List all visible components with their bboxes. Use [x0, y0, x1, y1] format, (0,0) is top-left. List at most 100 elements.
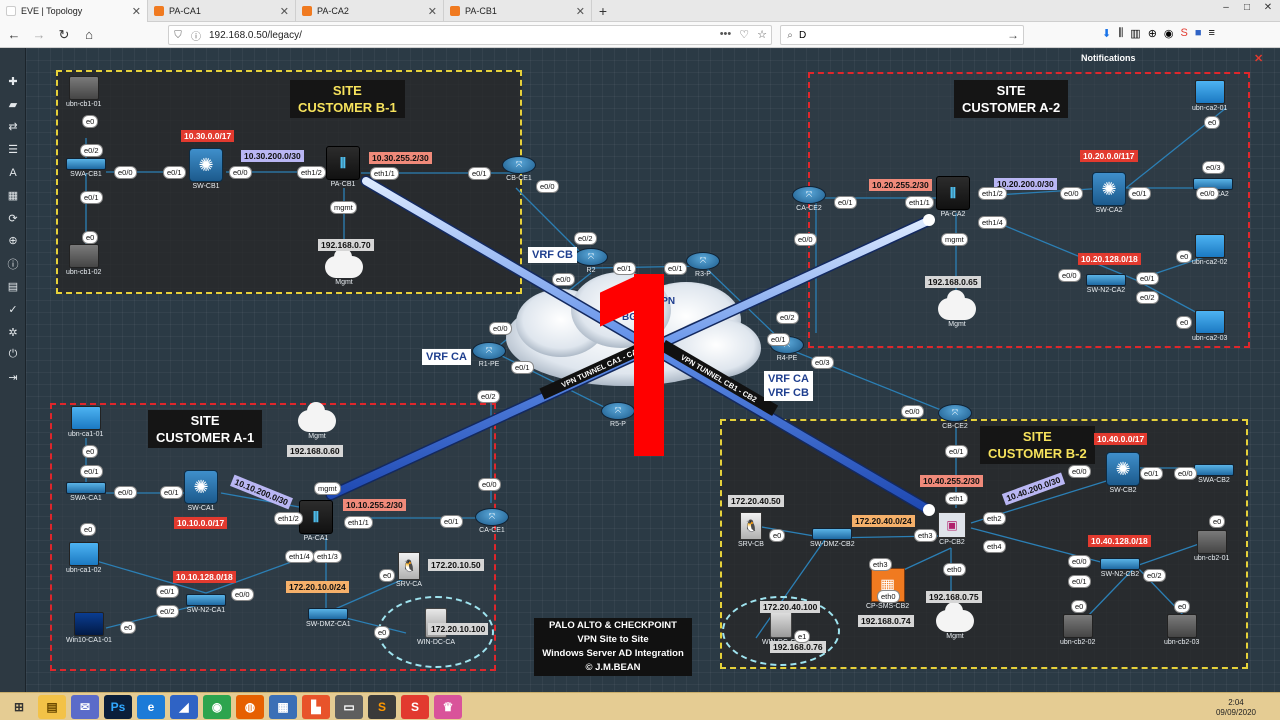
node-ca-ce2[interactable]: ⤧CA-CE2	[792, 186, 826, 212]
node-mgmt-b2[interactable]: Mgmt	[936, 602, 974, 640]
close-tab-icon[interactable]: ✕	[575, 5, 585, 18]
node-sw-dmz-ca1[interactable]: SW-DMZ-CA1	[306, 608, 351, 628]
node-cp-cb2[interactable]: ▣CP-CB2	[938, 512, 966, 546]
account-icon[interactable]: ◉	[1163, 28, 1174, 40]
download-icon[interactable]: ⬇	[1102, 28, 1112, 40]
text-icon[interactable]: A	[9, 166, 17, 179]
node-r2[interactable]: ⤧R2	[574, 248, 608, 274]
node-r1-pe[interactable]: ⤧R1-PE	[472, 342, 506, 368]
library-icon[interactable]: ⫼	[1118, 27, 1124, 39]
close-tab-icon[interactable]: ✕	[427, 5, 437, 18]
node-ubn-ca2-03[interactable]: ubn-ca2-03	[1192, 310, 1227, 342]
node-sw-dmz-cb2[interactable]: SW-DMZ-CB2	[810, 528, 855, 548]
node-pa-cb1[interactable]: ⫴PA-CB1	[326, 146, 360, 188]
node-sw-n2-ca1[interactable]: SW-N2-CA1	[186, 594, 226, 614]
edge-icon[interactable]: e	[137, 694, 165, 719]
node-swa-cb1[interactable]: SWA-CB1	[66, 158, 106, 178]
file-explorer-icon[interactable]: ▤	[38, 694, 66, 719]
extension-blue-icon[interactable]: ■	[1194, 27, 1202, 39]
tab-pa-cb1[interactable]: PA-CB1 ✕	[444, 0, 592, 22]
node-win10-ca1-01[interactable]: Win10-CA1-01	[66, 612, 112, 644]
node-ubn-cb1-01[interactable]: ubn-cb1-01	[66, 76, 101, 108]
back-button[interactable]: ←	[7, 27, 21, 42]
address-bar[interactable]: ⛉ ⓘ 192.168.0.50/legacy/ ••• ♡ ☆	[168, 25, 772, 45]
reload-button[interactable]: ↻	[58, 26, 70, 42]
node-ca-ce1[interactable]: ⤧CA-CE1	[475, 508, 509, 534]
terminal-icon[interactable]: ▭	[335, 694, 363, 719]
node-ubn-ca1-02[interactable]: ubn-ca1-02	[66, 542, 101, 574]
sublime-icon[interactable]: S	[368, 694, 396, 719]
node-mgmt-a2[interactable]: Mgmt	[938, 290, 976, 328]
tab-pa-ca2[interactable]: PA-CA2 ✕	[296, 0, 444, 22]
node-ubn-ca2-01[interactable]: ubn-ca2-01	[1192, 80, 1227, 112]
photoshop-icon[interactable]: Ps	[104, 694, 132, 719]
search-input[interactable]: ⌕ D →	[780, 25, 1024, 45]
node-sw-cb1[interactable]: ✺SW-CB1	[189, 148, 223, 190]
save-icon[interactable]: ▰	[8, 98, 18, 111]
node-ubn-cb2-02[interactable]: ubn-cb2-02	[1060, 614, 1095, 646]
node-mgmt-b1[interactable]: Mgmt	[325, 248, 363, 286]
maximize-window-button[interactable]: □	[1243, 1, 1251, 13]
bookmark-star-icon[interactable]: ☆	[757, 29, 767, 41]
menu-icon[interactable]: ≡	[1208, 27, 1215, 39]
new-tab-button[interactable]: +	[598, 2, 608, 19]
node-mgmt-a1[interactable]: Mgmt	[298, 402, 336, 440]
remote-desktop-icon[interactable]: ▦	[269, 694, 297, 719]
node-sw-cb2[interactable]: ✺SW-CB2	[1106, 452, 1140, 494]
grid-icon[interactable]: ▦	[7, 189, 19, 202]
search-go-icon[interactable]: →	[1007, 28, 1019, 42]
sidebar-icon[interactable]: ▥	[1130, 28, 1141, 40]
refresh-icon[interactable]: ⟳	[8, 212, 18, 225]
close-tab-icon[interactable]: ✕	[131, 5, 141, 18]
snagit-icon[interactable]: S	[401, 694, 429, 719]
topology-canvas[interactable]: Notifications ✕	[26, 48, 1280, 692]
node-ubn-cb2-01[interactable]: ubn-cb2-01	[1194, 530, 1229, 562]
chrome-icon[interactable]: ◉	[203, 694, 231, 719]
node-r5-p[interactable]: ⤧R5-P	[601, 402, 635, 428]
node-cp-sms-cb2[interactable]: ▦CP-SMS-CB2	[866, 568, 909, 610]
node-swa-cb2[interactable]: SWA-CB2	[1194, 464, 1234, 484]
node-ubn-cb1-02[interactable]: ubn-cb1-02	[66, 244, 101, 276]
start-icon[interactable]: ⊞	[13, 699, 25, 714]
settings-icon[interactable]: ✲	[8, 326, 18, 339]
forward-button[interactable]: →	[32, 27, 46, 42]
node-srv-cb[interactable]: 🐧SRV-CB	[738, 512, 764, 548]
node-sw-n2-cb2[interactable]: SW-N2-CB2	[1100, 558, 1140, 578]
node-pa-ca2[interactable]: ⫴PA-CA2	[936, 176, 970, 218]
mail-icon[interactable]: ✉	[71, 694, 99, 719]
node-srv-ca[interactable]: 🐧SRV-CA	[396, 552, 422, 588]
minimize-window-button[interactable]: –	[1223, 1, 1229, 13]
tab-pa-ca1[interactable]: PA-CA1 ✕	[148, 0, 296, 22]
document-icon[interactable]: ▤	[7, 281, 19, 294]
close-notifications-icon[interactable]: ✕	[1254, 53, 1264, 65]
zoom-icon[interactable]: ⊕	[8, 235, 18, 248]
add-node-icon[interactable]: ✚	[8, 75, 18, 88]
node-ubn-ca1-01[interactable]: ubn-ca1-01	[68, 406, 103, 438]
node-ubn-ca2-02[interactable]: ubn-ca2-02	[1192, 234, 1227, 266]
close-tab-icon[interactable]: ✕	[279, 5, 289, 18]
extension-s-icon[interactable]: S	[1180, 27, 1188, 39]
node-r3-p[interactable]: ⤧R3-P	[686, 252, 720, 278]
page-actions-icon[interactable]: •••	[719, 28, 732, 40]
node-swa-ca1[interactable]: SWA-CA1	[66, 482, 106, 502]
crown-app-icon[interactable]: ♛	[434, 694, 462, 719]
node-pa-ca1[interactable]: ⫴PA-CA1	[299, 500, 333, 542]
system-clock[interactable]: 2:04 09/09/2020	[1216, 698, 1256, 718]
transfer-icon[interactable]: ⇄	[8, 121, 18, 134]
list-icon[interactable]: ☰	[8, 144, 18, 157]
node-sw-ca1[interactable]: ✺SW-CA1	[184, 470, 218, 512]
node-sw-n2-ca2[interactable]: SW-N2-CA2	[1086, 274, 1126, 294]
close-window-button[interactable]: ✕	[1263, 1, 1273, 13]
check-icon[interactable]: ✓	[8, 303, 18, 316]
pocket-icon[interactable]: ♡	[739, 29, 750, 41]
power-icon[interactable]: ⏻	[8, 348, 18, 361]
home-button[interactable]: ⌂	[85, 27, 93, 42]
info-icon[interactable]: ⓘ	[7, 258, 19, 271]
office-icon[interactable]: ▙	[302, 694, 330, 719]
logout-icon[interactable]: ⇥	[8, 372, 18, 385]
extension-icon[interactable]: ⊕	[1147, 28, 1157, 40]
node-cb-ce2[interactable]: ⤧CB-CE2	[938, 404, 972, 430]
firefox-icon[interactable]: ◍	[236, 694, 264, 719]
anaconda-icon[interactable]: ◢	[170, 694, 198, 719]
node-ubn-cb2-03[interactable]: ubn-cb2-03	[1164, 614, 1199, 646]
